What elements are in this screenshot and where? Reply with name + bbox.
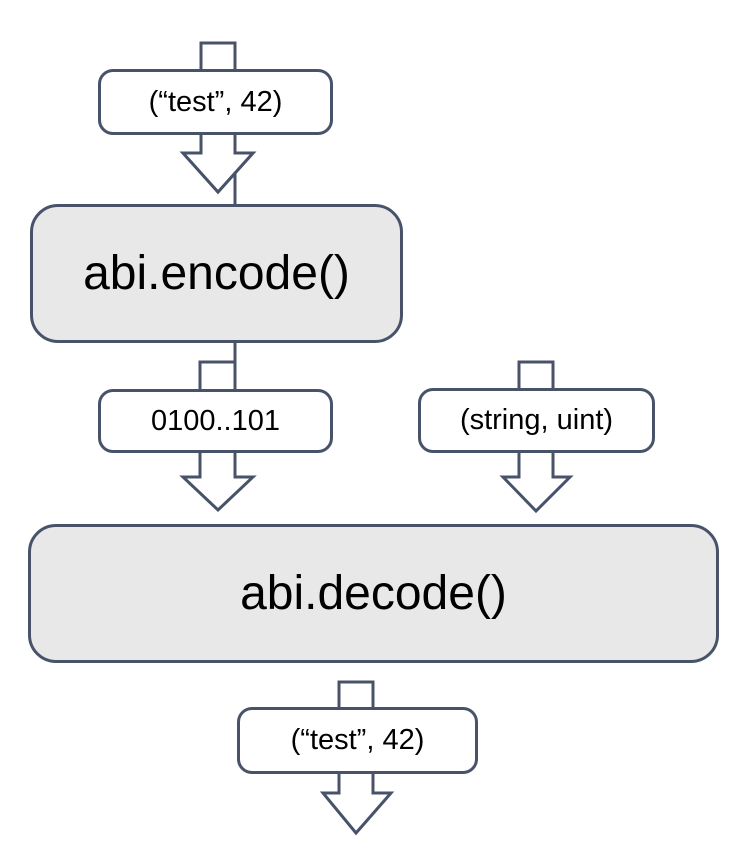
abi-decode-node: abi.decode() [28,524,719,663]
encoded-bytes-label: 0100..101 [98,389,333,453]
abi-encode-text: abi.encode() [83,247,350,300]
encoded-bytes-text: 0100..101 [150,404,280,437]
type-spec-label: (string, uint) [418,388,655,453]
output-value-text: (“test”, 42) [290,724,425,756]
input-value-label: (“test”, 42) [98,69,333,135]
type-spec-text: (string, uint) [459,404,614,436]
abi-encode-node: abi.encode() [30,204,403,343]
abi-decode-text: abi.decode() [240,567,507,620]
output-value-label: (“test”, 42) [237,707,478,774]
input-value-text: (“test”, 42) [148,85,283,118]
